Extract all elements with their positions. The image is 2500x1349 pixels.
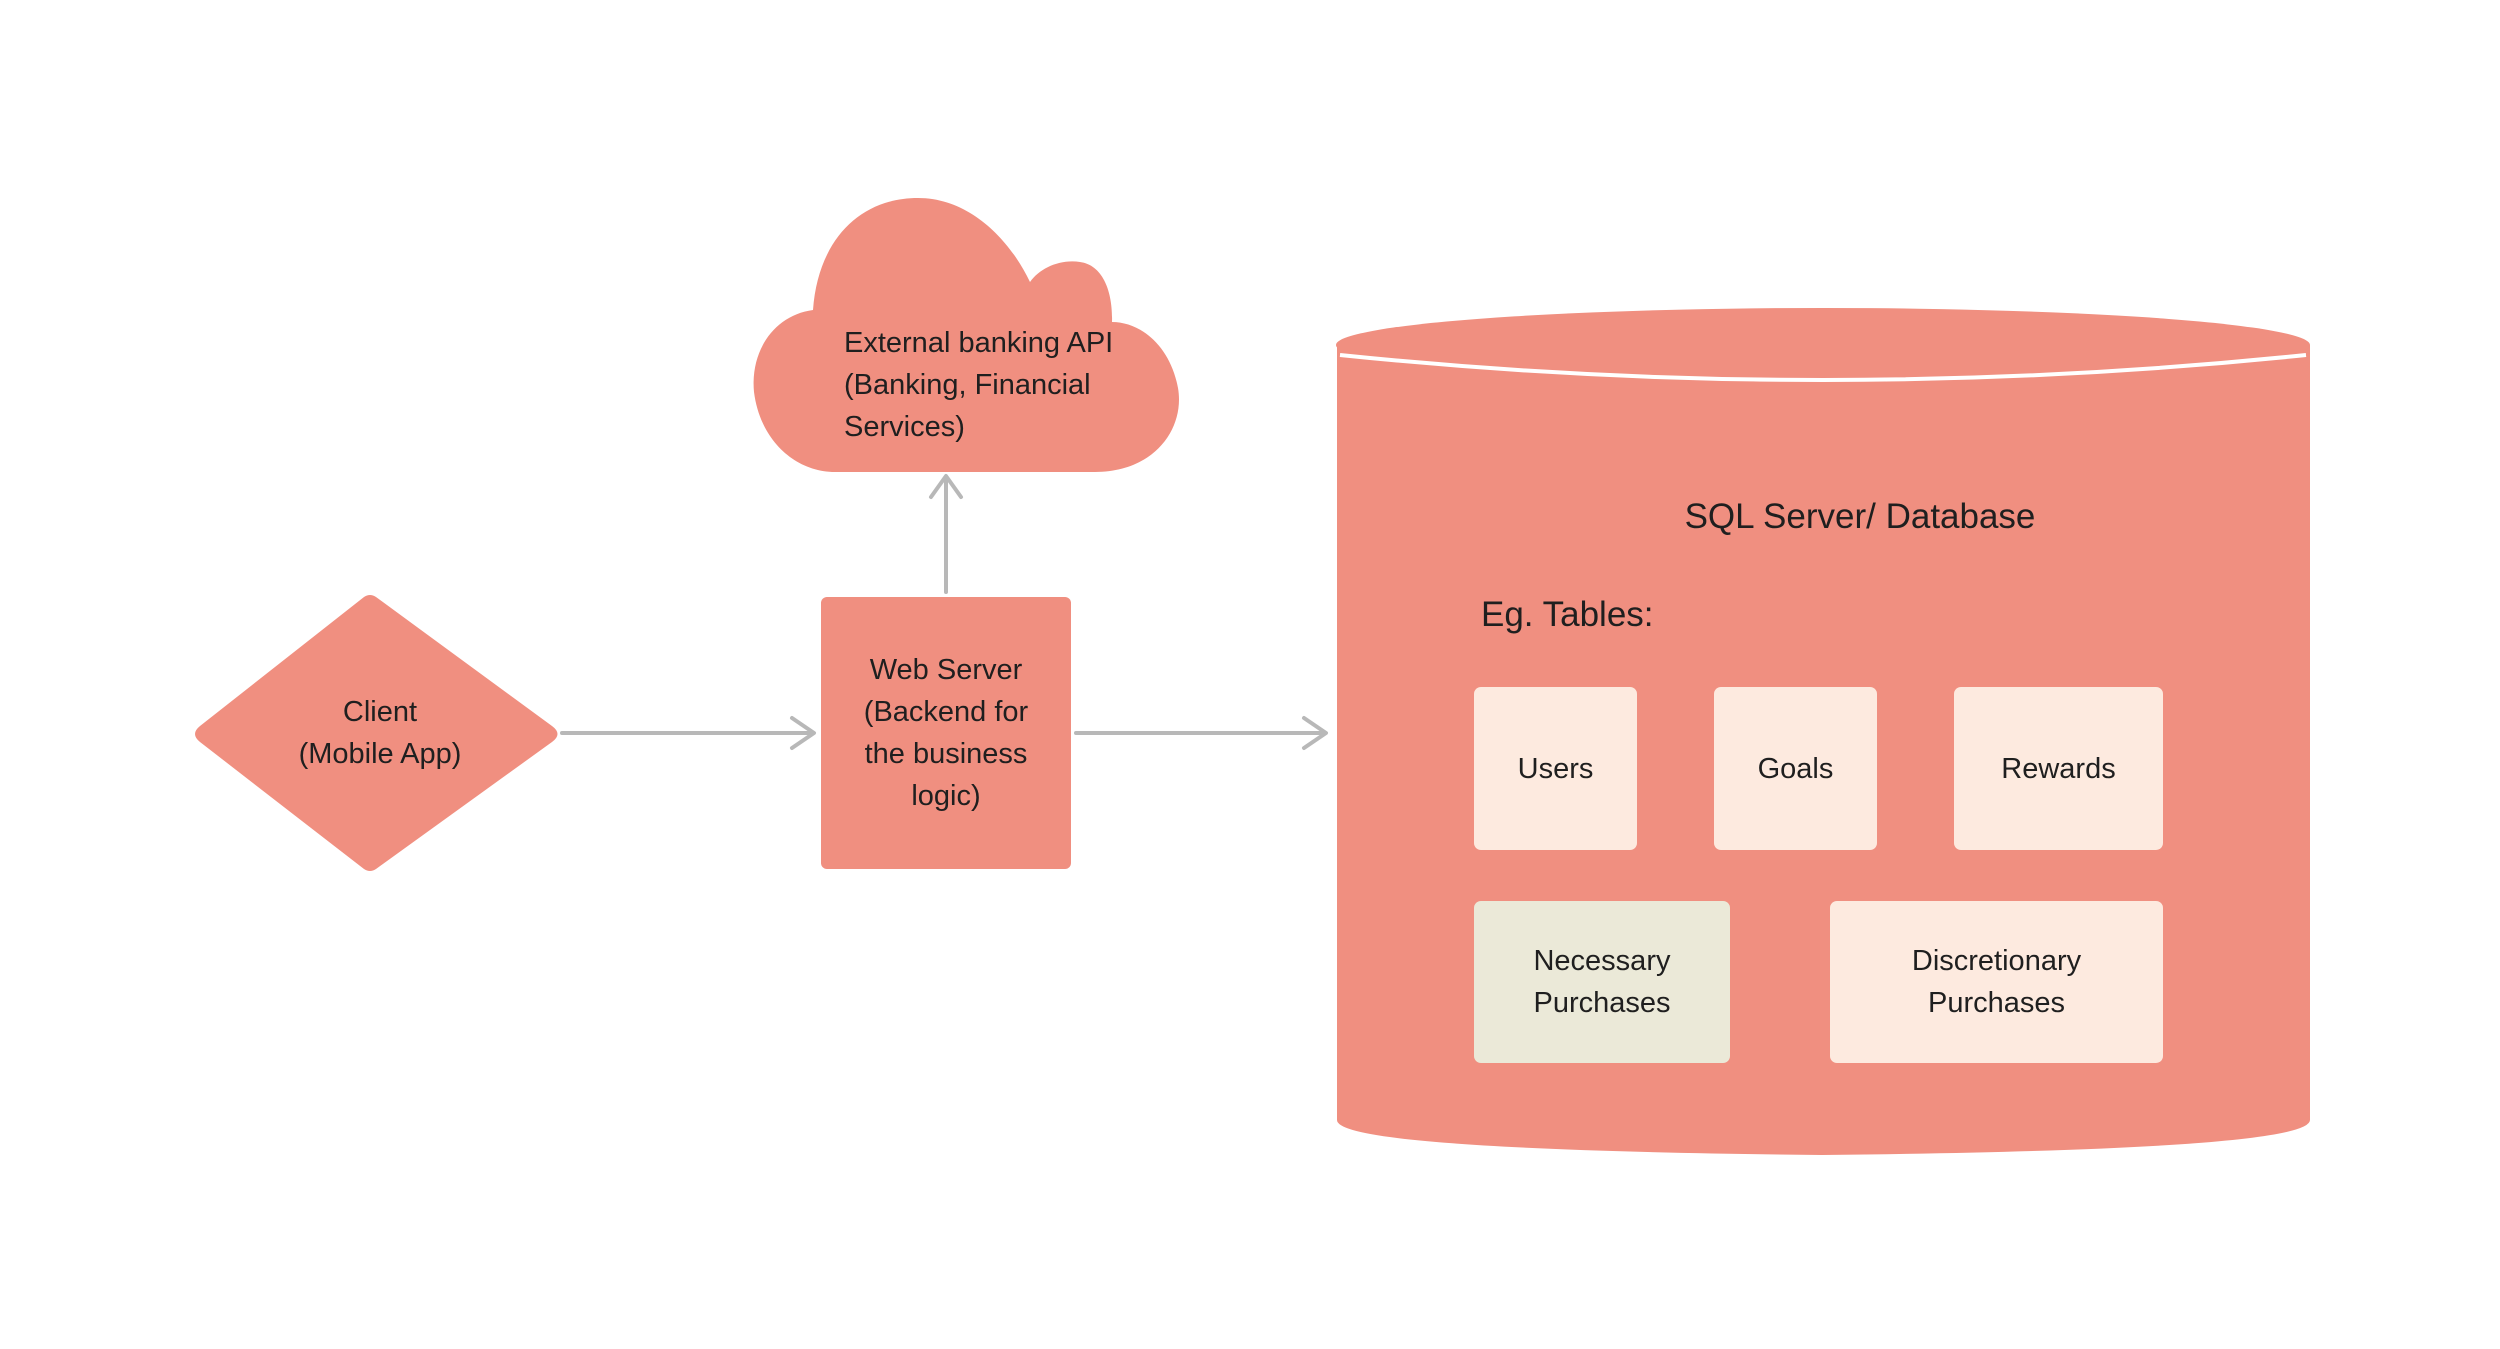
table-necessary-purchases <box>1474 901 1730 1063</box>
external-api-cloud <box>753 198 1179 472</box>
table-users <box>1474 687 1637 850</box>
table-necessary-purchases-label: Necessary Purchases <box>1533 945 1671 1019</box>
table-users-label: Users <box>1517 752 1594 785</box>
client-diamond <box>195 595 558 871</box>
arrow-webserver-to-api <box>929 474 963 594</box>
arrow-webserver-to-database <box>1074 716 1328 750</box>
table-goals-label: Goals <box>1757 752 1834 785</box>
table-rewards-label: Rewards <box>2001 752 2116 785</box>
client-label: Client (Mobile App) <box>298 696 462 770</box>
table-rewards <box>1954 687 2163 850</box>
table-discretionary-purchases-label: Discretionary Purchases <box>1911 945 2082 1019</box>
table-discretionary-purchases <box>1830 901 2163 1063</box>
tables-heading: Eg. Tables: <box>1481 595 1654 634</box>
database-title: SQL Server/ Database <box>1684 497 2036 536</box>
arrow-client-to-webserver <box>560 716 816 750</box>
external-api-label: External banking API (Banking, Financial… <box>844 327 1114 443</box>
web-server-label: Web Server (Backend for the business log… <box>863 654 1029 812</box>
table-goals <box>1714 687 1877 850</box>
web-server-box <box>821 597 1071 869</box>
